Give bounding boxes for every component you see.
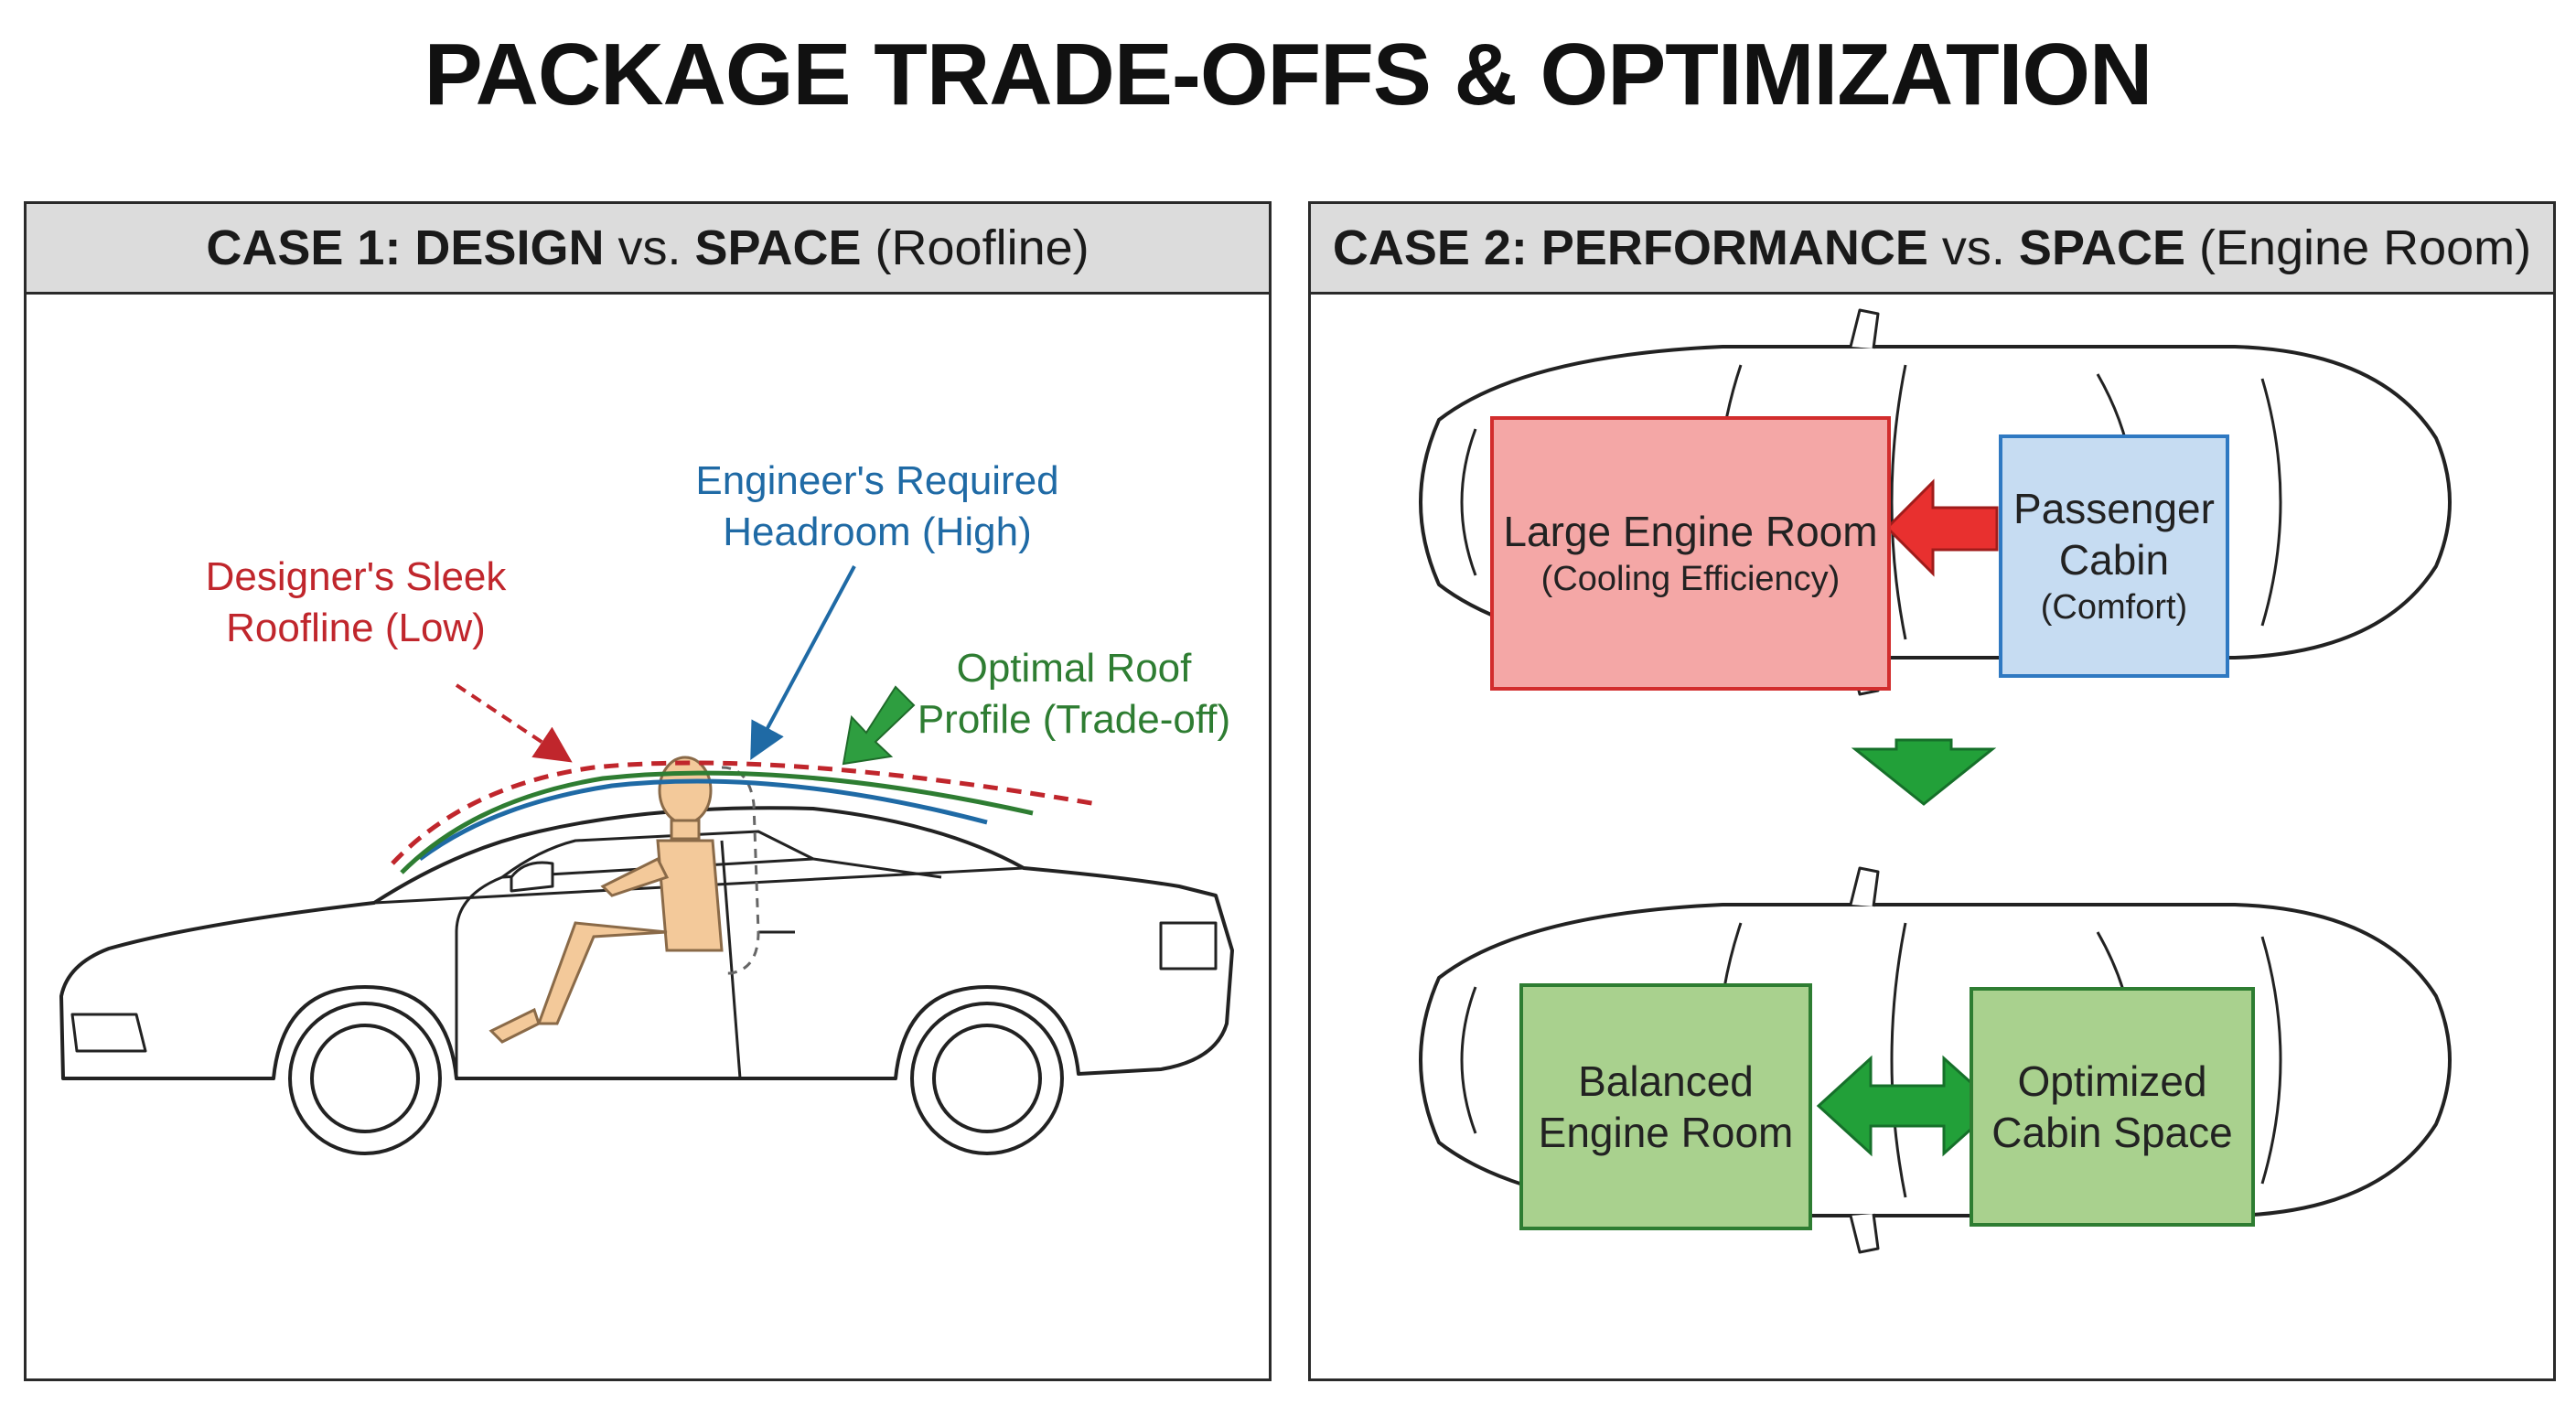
balanced-line2: Engine Room [1538, 1109, 1794, 1156]
cabin-main-line2: Cabin [2058, 536, 2170, 584]
designer-roofline [391, 760, 1098, 865]
case1-head-bold2: SPACE [694, 220, 862, 275]
side-view-car-diagram [59, 565, 1234, 1155]
case2-head-vs: vs. [1927, 220, 2019, 275]
optimize-down-arrow [1851, 738, 1997, 806]
page-title: PACKAGE TRADE-OFFS & OPTIMIZATION [424, 26, 2153, 123]
case2-head-bold2: SPACE [2018, 220, 2185, 275]
seat-outline [721, 766, 760, 975]
cabin-main-line1: Passenger [2013, 485, 2215, 532]
designer-arrow [455, 683, 573, 763]
designer-label-line2: Roofline (Low) [226, 606, 486, 650]
case1-head-vs: vs. [604, 220, 695, 275]
case1-header: CASE 1: DESIGN vs. SPACE (Roofline) [27, 204, 1269, 295]
optimal-label-line1: Optimal Roof [956, 646, 1192, 691]
balanced-line1: Balanced [1578, 1057, 1754, 1105]
balanced-engine-room-box: Balanced Engine Room [1519, 983, 1812, 1230]
optimal-arrow [842, 685, 916, 766]
designer-label-line1: Designer's Sleek [205, 554, 507, 599]
optimized-line2: Cabin Space [1991, 1109, 2233, 1156]
designer-label: Designer's Sleek Roofline (Low) [100, 552, 612, 654]
cabin-sub-label: (Comfort) [2040, 588, 2188, 627]
engineer-label-line2: Headroom (High) [723, 509, 1032, 554]
case2-head-paren: (Engine Room) [2184, 220, 2532, 275]
engine-sub-label: (Cooling Efficiency) [1540, 560, 1841, 598]
compress-cabin-arrow [1884, 478, 1999, 577]
optimized-line1: Optimized [2017, 1057, 2207, 1105]
case2-header: CASE 2: PERFORMANCE vs. SPACE (Engine Ro… [1311, 204, 2553, 295]
case2-panel: CASE 2: PERFORMANCE vs. SPACE (Engine Ro… [1308, 201, 2556, 1381]
case1-head-bold1: CASE 1: DESIGN [206, 220, 605, 275]
large-engine-room-box: Large Engine Room (Cooling Efficiency) [1490, 416, 1891, 691]
engineer-label: Engineer's Required Headroom (High) [621, 456, 1133, 558]
side-car-icon [59, 806, 1234, 1155]
engineer-headroom-line [418, 778, 988, 862]
optimal-label: Optimal Roof Profile (Trade-off) [882, 643, 1266, 745]
passenger-cabin-box: Passenger Cabin (Comfort) [1999, 434, 2229, 678]
optimal-roof-line [400, 770, 1034, 874]
case1-head-paren: (Roofline) [861, 220, 1089, 275]
engine-main-label: Large Engine Room [1503, 508, 1878, 555]
engineer-label-line1: Engineer's Required [695, 458, 1059, 503]
case2-head-bold1: CASE 2: PERFORMANCE [1332, 220, 1928, 275]
optimal-label-line2: Profile (Trade-off) [917, 697, 1231, 742]
optimized-cabin-space-box: Optimized Cabin Space [1970, 987, 2255, 1227]
case1-panel: CASE 1: DESIGN vs. SPACE (Roofline) [24, 201, 1272, 1381]
engineer-arrow [750, 565, 856, 761]
